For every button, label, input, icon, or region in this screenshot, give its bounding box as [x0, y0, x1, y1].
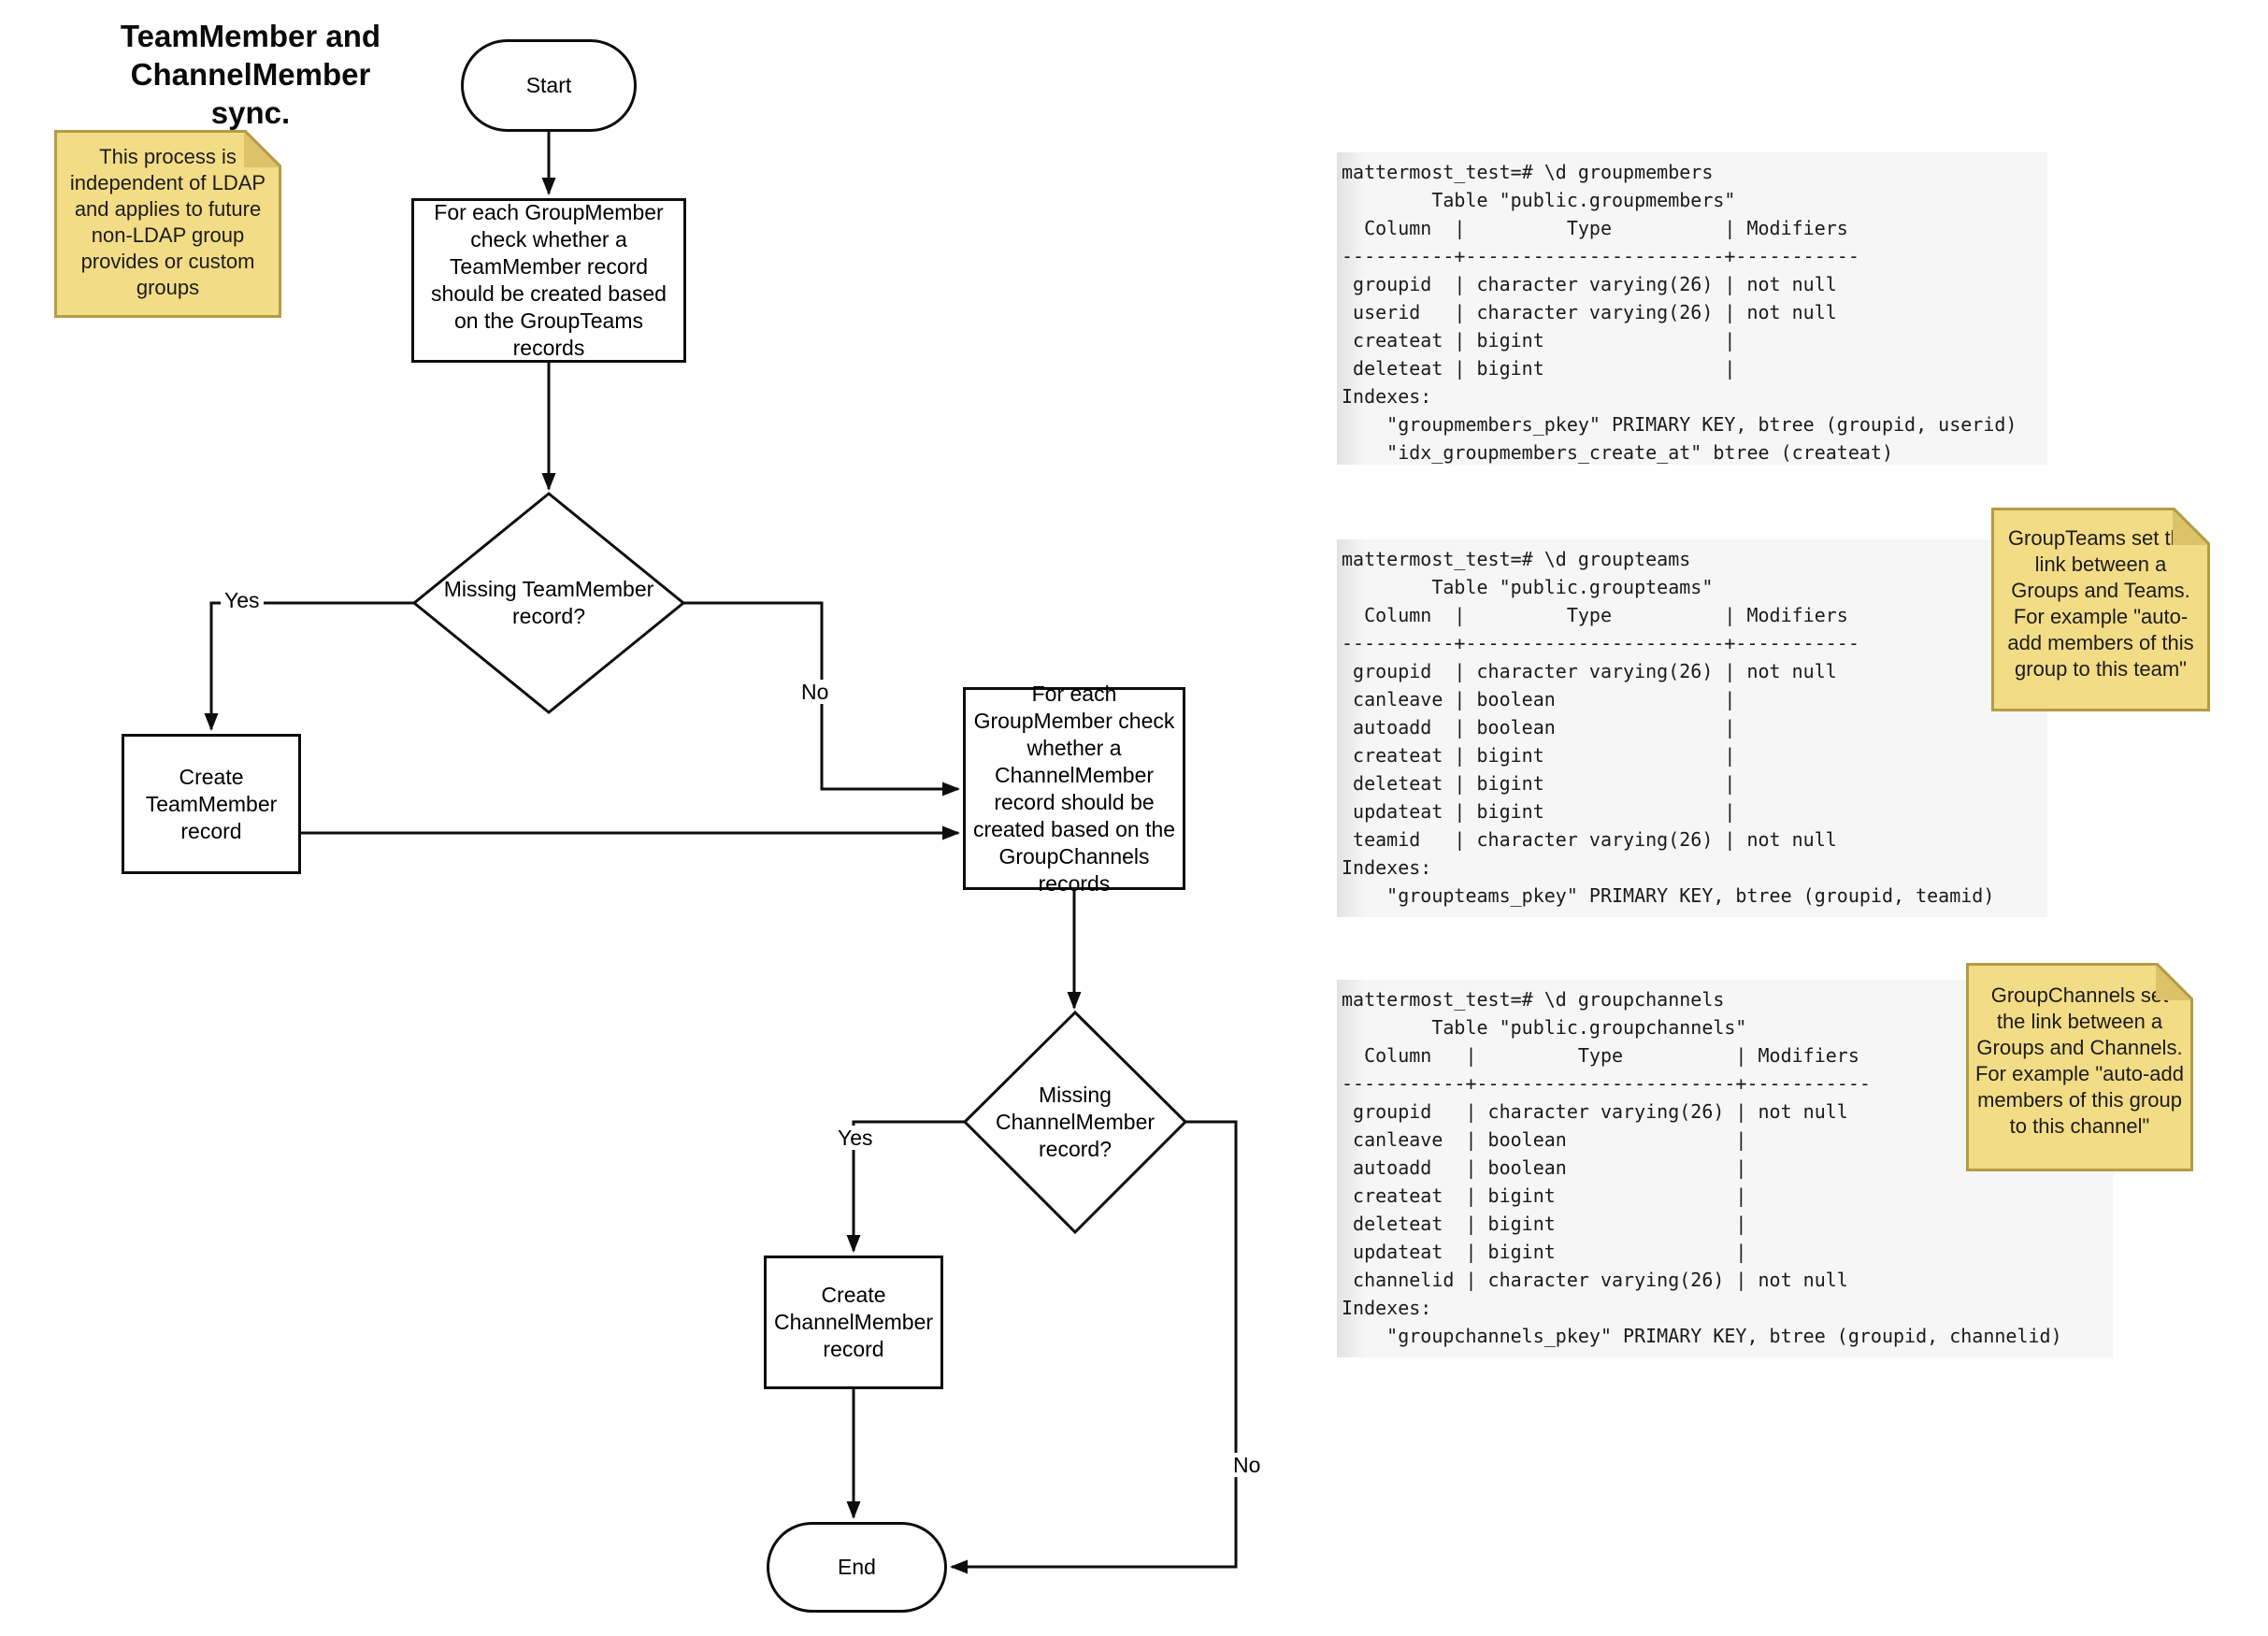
- terminal-groupmembers: mattermost_test=# \d groupmembers Table …: [1337, 152, 2047, 465]
- edge-decision2-no: [950, 1120, 1238, 1574]
- process-channelmember-label: For each GroupMember check whether a Cha…: [972, 681, 1176, 896]
- terminal-groupteams-text: mattermost_test=# \d groupteams Table "p…: [1342, 548, 1995, 907]
- decision-teammember-label-box: Missing TeamMember record?: [414, 494, 683, 712]
- create-channelmember-node: Create ChannelMember record: [764, 1256, 943, 1389]
- note-fold-corner-icon: [244, 130, 281, 167]
- decision-channelmember-shape: [962, 1010, 1188, 1235]
- process-teammember-node: For each GroupMember check whether a Tea…: [411, 198, 686, 363]
- sticky-note-ldap: This process is independent of LDAP and …: [54, 130, 281, 318]
- page-title-line2: ChannelMember sync.: [130, 57, 371, 130]
- decision-channelmember-label: Missing ChannelMember record?: [995, 1083, 1156, 1161]
- start-node: Start: [461, 39, 637, 132]
- edge-decision1-yes: [204, 601, 414, 731]
- create-channelmember-label: Create ChannelMember record: [774, 1283, 934, 1361]
- terminal-groupmembers-text: mattermost_test=# \d groupmembers Table …: [1342, 161, 2017, 464]
- process-teammember-label: For each GroupMember check whether a Tea…: [431, 200, 667, 360]
- sticky-note-groupteams-text: GroupTeams set the link between a Groups…: [2007, 526, 2194, 681]
- create-teammember-label: Create TeamMember record: [145, 764, 278, 843]
- page-title-line1: TeamMember and: [120, 19, 381, 53]
- edge-label-yes1: Yes: [221, 588, 264, 612]
- decision-teammember-label: Missing TeamMember record?: [443, 577, 654, 628]
- start-node-label: Start: [525, 73, 572, 97]
- edge-label-yes2: Yes: [834, 1126, 877, 1150]
- decision-teammember-shape: [411, 492, 686, 714]
- note-fold-corner-icon: [2156, 963, 2193, 1000]
- page-title: TeamMember and ChannelMember sync.: [90, 17, 411, 132]
- create-teammember-node: Create TeamMember record: [122, 734, 301, 874]
- edge-decision2-yes: [846, 1120, 965, 1253]
- edge-label-no2: No: [1229, 1453, 1265, 1477]
- end-node: End: [767, 1522, 947, 1613]
- process-channelmember-node: For each GroupMember check whether a Cha…: [963, 682, 1185, 896]
- sticky-note-groupteams: GroupTeams set the link between a Groups…: [1991, 508, 2210, 711]
- sticky-note-ldap-text: This process is independent of LDAP and …: [69, 145, 266, 299]
- sticky-note-groupchannels-text: GroupChannels set the link between a Gro…: [1974, 983, 2185, 1138]
- decision-channelmember-label-box: Missing ChannelMember record?: [965, 1012, 1185, 1232]
- sticky-note-groupchannels: GroupChannels set the link between a Gro…: [1966, 963, 2193, 1171]
- terminal-groupteams: mattermost_test=# \d groupteams Table "p…: [1337, 539, 2047, 917]
- end-node-label: End: [838, 1555, 876, 1579]
- edge-label-no1: No: [797, 680, 833, 704]
- terminal-groupchannels-text: mattermost_test=# \d groupchannels Table…: [1342, 988, 2062, 1347]
- note-fold-corner-icon: [2173, 508, 2210, 545]
